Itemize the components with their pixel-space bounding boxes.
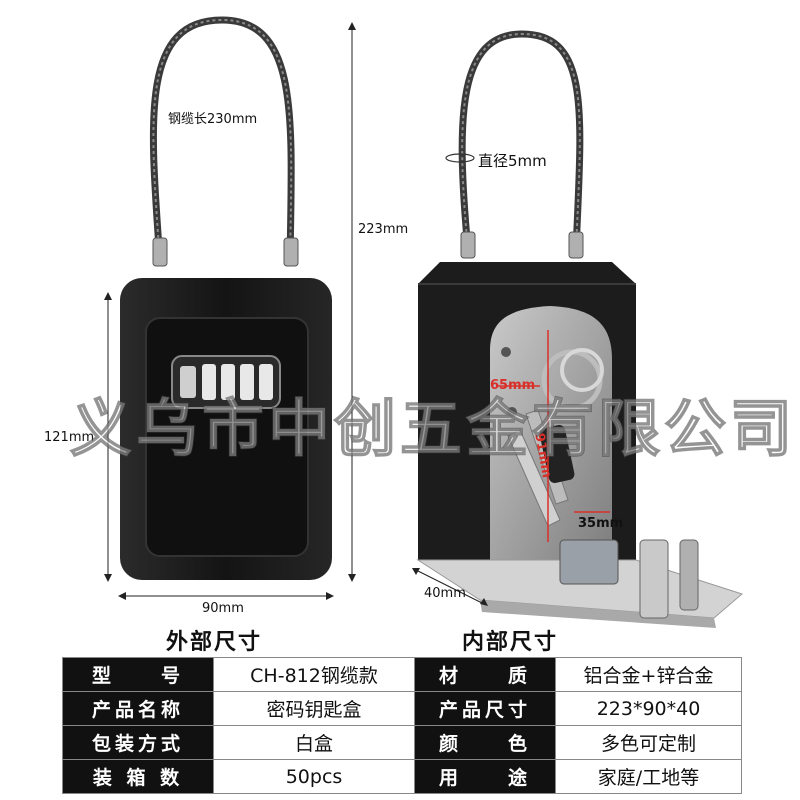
exterior-width-label: 90mm bbox=[202, 601, 244, 616]
cable-diameter-label: 直径5mm bbox=[478, 152, 547, 170]
spec-value: 多色可定制 bbox=[555, 725, 742, 760]
spec-value: 223*90*40 bbox=[555, 691, 742, 726]
spec-label: 产品尺寸 bbox=[414, 691, 556, 726]
spec-value: 家庭/工地等 bbox=[555, 759, 742, 794]
exterior-caption: 外部尺寸 bbox=[166, 630, 263, 655]
inner-depth-label: 35mm bbox=[578, 516, 624, 531]
spec-label: 包装方式 bbox=[62, 725, 214, 760]
spec-label: 装 箱 数 bbox=[62, 759, 214, 794]
cable-length-label: 钢缆长230mm bbox=[168, 112, 258, 127]
spec-label: 产品名称 bbox=[62, 691, 214, 726]
spec-value: CH-812钢缆款 bbox=[213, 657, 415, 692]
table-row: 装 箱 数 50pcs 用 途 家庭/工地等 bbox=[62, 759, 742, 794]
inner-width-label: 65mm bbox=[490, 378, 536, 393]
interior-caption: 内部尺寸 bbox=[462, 630, 559, 655]
spec-value: 铝合金+锌合金 bbox=[555, 657, 742, 692]
spec-label: 材 质 bbox=[414, 657, 556, 692]
table-row: 产品名称 密码钥匙盒 产品尺寸 223*90*40 bbox=[62, 691, 742, 726]
spec-value: 白盒 bbox=[213, 725, 415, 760]
exterior-height-label: 121mm bbox=[44, 430, 95, 445]
spec-table: 型 号 CH-812钢缆款 材 质 铝合金+锌合金 产品名称 密码钥匙盒 产品尺… bbox=[62, 657, 742, 794]
spec-label: 颜 色 bbox=[414, 725, 556, 760]
exterior-view-illustration bbox=[104, 16, 744, 628]
table-row: 包装方式 白盒 颜 色 多色可定制 bbox=[62, 725, 742, 760]
exterior-depth-label: 40mm bbox=[424, 586, 466, 601]
spec-label: 用 途 bbox=[414, 759, 556, 794]
spec-value: 密码钥匙盒 bbox=[213, 691, 415, 726]
spec-label: 型 号 bbox=[62, 657, 214, 692]
table-row: 型 号 CH-812钢缆款 材 质 铝合金+锌合金 bbox=[62, 657, 742, 692]
overall-height-label: 223mm bbox=[358, 222, 409, 237]
spec-value: 50pcs bbox=[213, 759, 415, 794]
